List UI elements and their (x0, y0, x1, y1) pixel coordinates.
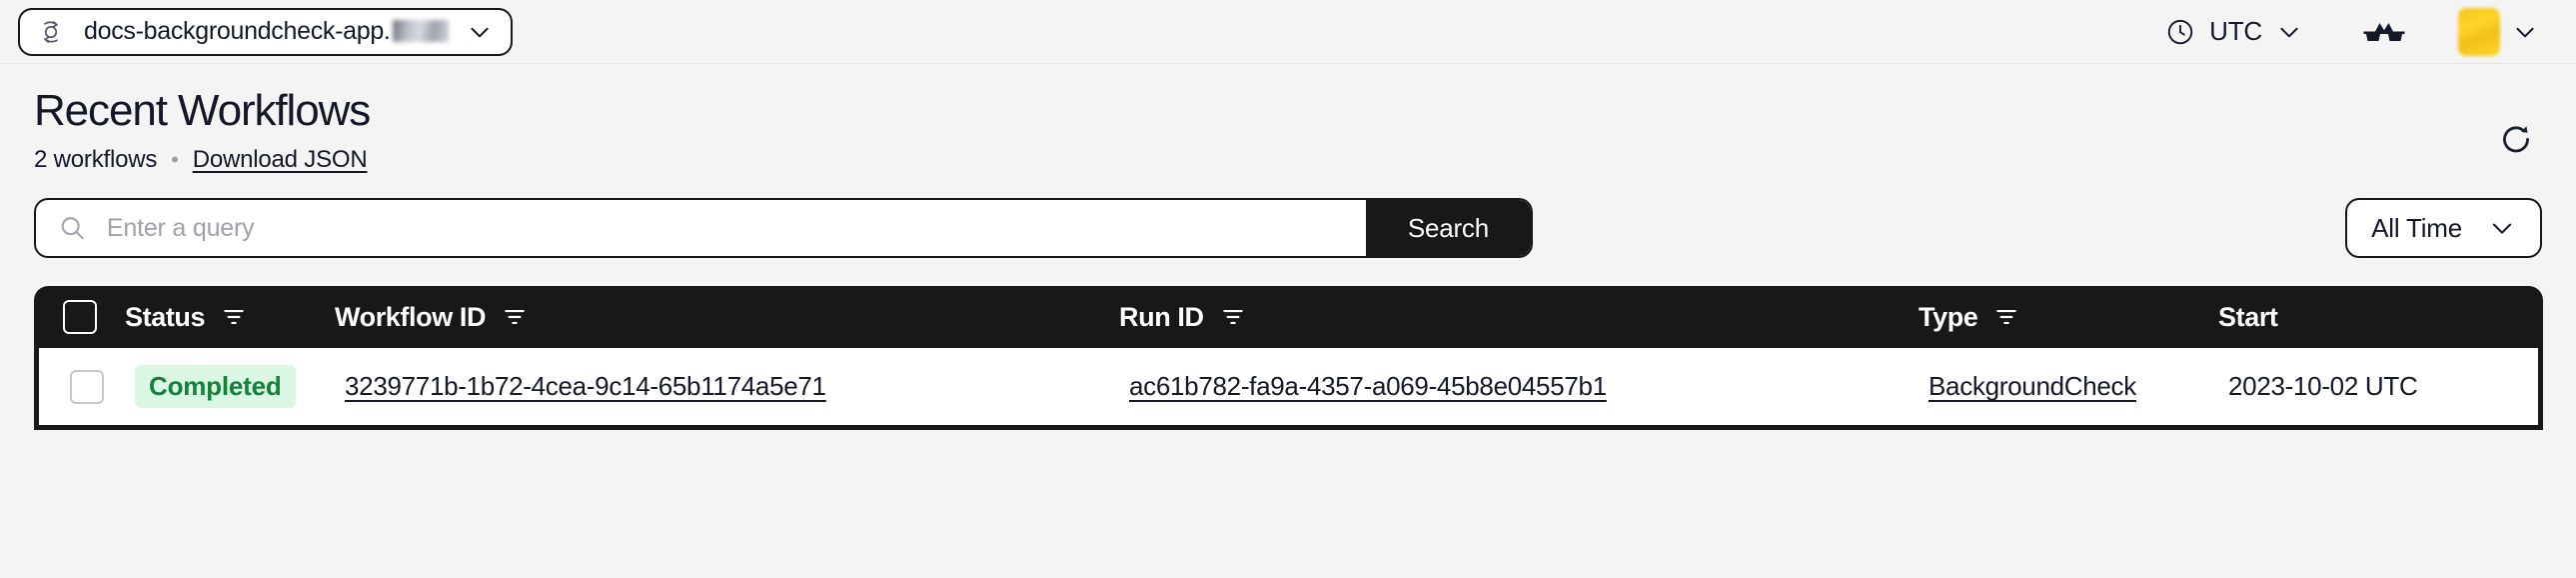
workflow-type-link[interactable]: BackgroundCheck (1929, 371, 2136, 402)
cell-run-id: ac61b782-fa9a-4357-a069-45b8e04557b1 (1129, 371, 1929, 402)
filter-icon[interactable] (502, 304, 528, 330)
column-label: Type (1919, 301, 1978, 332)
start-time-text: 2023-10-02 UTC (2228, 371, 2418, 402)
labs-button[interactable] (2348, 8, 2420, 56)
filter-icon[interactable] (1993, 304, 2019, 330)
search-row: Search All Time (34, 198, 2542, 259)
workflow-count: 2 workflows (34, 146, 158, 174)
timezone-selector[interactable]: UTC (2153, 10, 2314, 53)
clock-icon (2167, 19, 2193, 44)
column-header-status: Status (125, 302, 335, 333)
search-button[interactable]: Search (1365, 200, 1531, 257)
page-content: Recent Workflows 2 workflows • Download … (0, 64, 2576, 431)
status-badge: Completed (135, 365, 296, 409)
column-label: Start (2218, 301, 2278, 332)
filter-icon[interactable] (1220, 304, 1246, 330)
glasses-icon (2363, 22, 2405, 41)
table-row[interactable]: Completed 3239771b-1b72-4cea-9c14-65b117… (34, 348, 2543, 431)
chevron-down-icon (2492, 223, 2512, 234)
namespace-redacted-suffix (392, 20, 449, 42)
page-header-text: Recent Workflows 2 workflows • Download … (34, 86, 371, 174)
search-icon (61, 217, 84, 240)
avatar (2458, 7, 2500, 56)
app-header-right: UTC (2153, 4, 2542, 60)
filter-icon[interactable] (221, 304, 247, 330)
page-subtitle: 2 workflows • Download JSON (34, 146, 370, 174)
temporal-namespace-icon (44, 20, 58, 43)
search-field[interactable] (36, 200, 1366, 256)
cell-type: BackgroundCheck (1929, 371, 2228, 402)
time-range-selector[interactable]: All Time (2345, 198, 2542, 259)
refresh-button[interactable] (2490, 114, 2542, 166)
cell-status: Completed (135, 365, 345, 409)
separator-dot: • (171, 147, 179, 173)
namespace-name-text: docs-backgroundcheck-app. (84, 17, 391, 45)
search-input[interactable] (104, 212, 1366, 244)
page-title: Recent Workflows (34, 86, 371, 135)
column-header-type: Type (1919, 302, 2218, 333)
run-id-link[interactable]: ac61b782-fa9a-4357-a069-45b8e04557b1 (1129, 371, 1607, 402)
namespace-label: docs-backgroundcheck-app. (84, 17, 449, 46)
namespace-selector[interactable]: docs-backgroundcheck-app. (18, 7, 513, 56)
row-select-cell (39, 369, 135, 404)
chevron-down-icon (471, 27, 489, 37)
chevron-down-icon (2516, 27, 2534, 37)
table-header-row: Status Workflow ID Run ID Type (34, 286, 2543, 349)
column-label: Run ID (1119, 301, 1204, 332)
app-header: docs-backgroundcheck-app. UTC (0, 0, 2576, 64)
chevron-down-icon (2280, 27, 2298, 37)
cell-start: 2023-10-02 UTC (2228, 371, 2538, 402)
page-header: Recent Workflows 2 workflows • Download … (34, 64, 2542, 174)
search-box: Search (34, 198, 1533, 259)
select-all-checkbox[interactable] (62, 300, 97, 335)
column-header-run-id: Run ID (1119, 302, 1919, 333)
cell-workflow-id: 3239771b-1b72-4cea-9c14-65b1174a5e71 (345, 371, 1129, 402)
column-label: Status (125, 301, 206, 332)
timezone-label: UTC (2209, 16, 2262, 46)
workflow-id-link[interactable]: 3239771b-1b72-4cea-9c14-65b1174a5e71 (345, 371, 826, 402)
select-all-cell (34, 300, 125, 335)
download-json-link[interactable]: Download JSON (192, 146, 368, 174)
column-header-start: Start (2218, 302, 2543, 333)
refresh-icon (2503, 126, 2529, 153)
row-checkbox[interactable] (70, 369, 104, 404)
workflows-table: Status Workflow ID Run ID Type (34, 286, 2543, 431)
time-range-label: All Time (2371, 212, 2462, 243)
column-label: Workflow ID (335, 301, 487, 332)
column-header-workflow-id: Workflow ID (335, 302, 1119, 333)
user-menu[interactable] (2454, 4, 2542, 60)
